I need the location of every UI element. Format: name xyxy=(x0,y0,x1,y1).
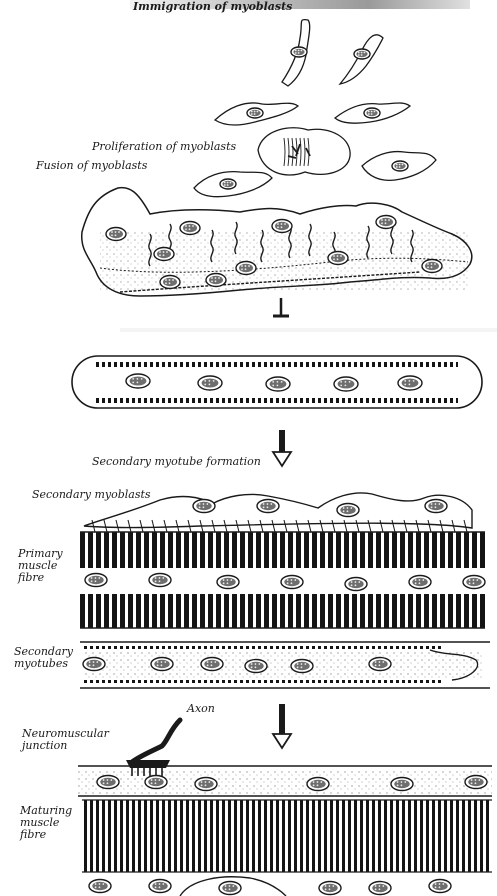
nucleus xyxy=(201,658,223,671)
label-secondary-myoblasts: Secondary myoblasts xyxy=(32,489,151,501)
nucleus xyxy=(337,504,359,517)
nucleus xyxy=(398,376,422,390)
nucleus xyxy=(281,576,303,589)
nucleus xyxy=(319,882,341,895)
maturing-muscle-fibre xyxy=(78,766,492,896)
scan-artifact-band xyxy=(120,328,497,332)
nucleus xyxy=(354,49,370,59)
nucleus xyxy=(266,377,290,391)
nucleus xyxy=(391,778,413,791)
nucleus xyxy=(334,377,358,391)
nucleus xyxy=(376,216,396,229)
nucleus xyxy=(206,274,226,287)
nucleus xyxy=(257,500,279,513)
nucleus xyxy=(154,248,174,261)
nucleus xyxy=(465,776,487,789)
nucleus xyxy=(345,578,367,591)
nucleus xyxy=(217,576,239,589)
label-secmyo-l2: myotubes xyxy=(14,658,73,670)
fusing-myoblast-mass xyxy=(82,188,472,296)
nucleus xyxy=(145,776,167,789)
nucleus xyxy=(219,882,241,895)
label-secondary-myotube-formation: Secondary myotube formation xyxy=(92,456,261,468)
label-primary-l3: fibre xyxy=(18,572,63,584)
nucleus xyxy=(307,778,329,791)
stage-arrow xyxy=(273,430,291,466)
nucleus xyxy=(126,374,150,388)
nucleus xyxy=(83,658,105,671)
nucleus xyxy=(193,500,215,513)
nucleus xyxy=(89,880,111,893)
label-proliferation: Proliferation of myoblasts xyxy=(92,141,236,153)
nucleus xyxy=(364,108,380,118)
nucleus xyxy=(463,576,485,589)
label-primary-muscle-fibre: Primary muscle fibre xyxy=(18,548,63,584)
nucleus xyxy=(369,882,391,895)
nucleus xyxy=(409,576,431,589)
nucleus xyxy=(425,500,447,513)
nucleus xyxy=(160,276,180,289)
stage-arrow xyxy=(273,704,291,748)
nucleus xyxy=(149,880,171,893)
nucleus xyxy=(180,222,200,235)
nucleus xyxy=(247,108,263,118)
stage-marker xyxy=(273,298,289,316)
dividing-myoblast xyxy=(258,128,350,175)
nucleus xyxy=(392,161,408,171)
nucleus xyxy=(369,658,391,671)
nucleus xyxy=(151,658,173,671)
nucleus xyxy=(236,262,256,275)
label-secondary-myotubes: Secondary myotubes xyxy=(14,646,73,670)
nucleus xyxy=(198,376,222,390)
nucleus xyxy=(328,252,348,265)
nucleus xyxy=(245,660,267,673)
label-axon: Axon xyxy=(187,703,215,715)
secondary-myotubes xyxy=(80,640,490,690)
nucleus xyxy=(429,880,451,893)
nucleus xyxy=(272,220,292,233)
nucleus xyxy=(149,574,171,587)
nucleus xyxy=(291,47,307,57)
nucleus xyxy=(220,179,236,189)
label-mat-l3: fibre xyxy=(20,829,72,841)
label-fusion: Fusion of myoblasts xyxy=(36,160,147,172)
nucleus xyxy=(97,776,119,789)
axon xyxy=(126,720,180,776)
label-nmj-l2: junction xyxy=(22,740,109,752)
nucleus xyxy=(291,660,313,673)
nucleus xyxy=(106,228,126,241)
label-neuromuscular-junction: Neuromuscular junction xyxy=(22,728,109,752)
nucleus xyxy=(195,778,217,791)
label-immigration: Immigration of myoblasts xyxy=(133,1,292,13)
nucleus xyxy=(85,574,107,587)
nucleus xyxy=(422,260,442,273)
label-maturing-muscle-fibre: Maturing muscle fibre xyxy=(20,805,72,841)
